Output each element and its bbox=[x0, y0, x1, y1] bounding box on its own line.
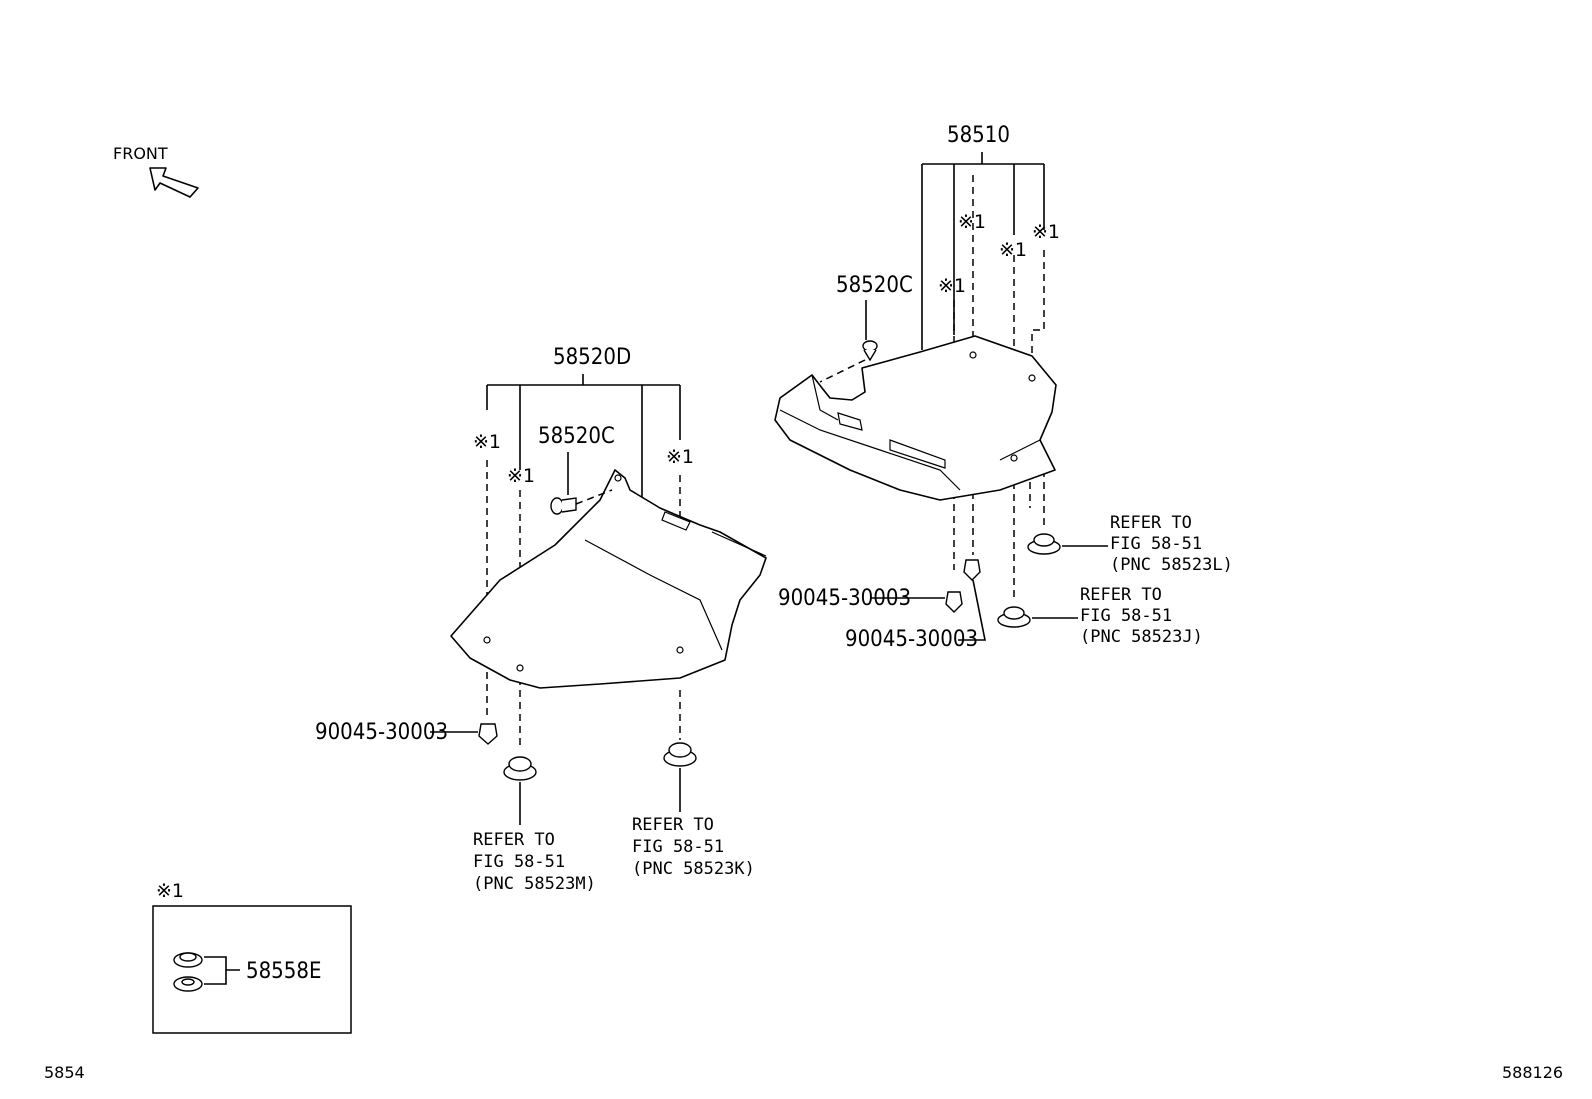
label-90045-left: 90045-30003 bbox=[315, 720, 448, 745]
footer-right-code: 588126 bbox=[1502, 1063, 1563, 1082]
label-58520C-right: 58520C bbox=[836, 273, 913, 298]
svg-text:(PNC 58523K): (PNC 58523K) bbox=[632, 859, 755, 879]
ref-58523J: REFER TO FIG 58-51 (PNC 58523J) bbox=[1080, 585, 1203, 647]
label-90045-right-a: 90045-30003 bbox=[778, 586, 911, 611]
footer-left-code: 5854 bbox=[44, 1063, 85, 1082]
ref-58523K: REFER TO FIG 58-51 (PNC 58523K) bbox=[632, 815, 755, 879]
clip-icon bbox=[478, 723, 498, 745]
grommet-icon bbox=[997, 533, 1061, 628]
right-assembly: 58510 ※1 ※1 ※1 ※1 58520C bbox=[774, 123, 1233, 652]
mark-right-2: ※1 bbox=[999, 239, 1027, 261]
mark-right-4: ※1 bbox=[938, 275, 966, 297]
clip-icon bbox=[945, 559, 981, 613]
mark-left-1: ※1 bbox=[473, 431, 501, 453]
grommet-icon bbox=[173, 952, 203, 992]
ref-58523M: REFER TO FIG 58-51 (PNC 58523M) bbox=[473, 830, 596, 894]
under-cover-right bbox=[774, 335, 1057, 501]
screw-icon bbox=[862, 340, 878, 362]
under-cover-left bbox=[450, 469, 767, 689]
svg-text:(PNC 58523J): (PNC 58523J) bbox=[1080, 627, 1203, 647]
grommet-icon bbox=[503, 742, 697, 781]
svg-text:REFER TO: REFER TO bbox=[473, 830, 555, 850]
screw-icon bbox=[550, 497, 577, 515]
svg-text:FIG 58-51: FIG 58-51 bbox=[632, 837, 724, 857]
svg-text:(PNC 58523M): (PNC 58523M) bbox=[473, 874, 596, 894]
ref-58523L: REFER TO FIG 58-51 (PNC 58523L) bbox=[1110, 513, 1233, 575]
svg-text:REFER TO: REFER TO bbox=[632, 815, 714, 835]
left-assembly: 58520D ※1 ※1 ※1 58520C bbox=[315, 345, 767, 894]
label-58558E: 58558E bbox=[246, 959, 321, 984]
front-arrow-icon bbox=[149, 167, 199, 198]
mark-right-1: ※1 bbox=[958, 211, 986, 233]
front-label: FRONT bbox=[113, 144, 168, 163]
label-58520C-left: 58520C bbox=[538, 424, 615, 449]
mark-left-3: ※1 bbox=[666, 446, 694, 468]
legend-box: ※1 58558E bbox=[152, 880, 352, 1034]
svg-text:FIG 58-51: FIG 58-51 bbox=[473, 852, 565, 872]
label-58520D: 58520D bbox=[553, 345, 631, 370]
label-90045-right-b: 90045-30003 bbox=[845, 627, 978, 652]
svg-text:FIG 58-51: FIG 58-51 bbox=[1080, 606, 1172, 626]
legend-mark: ※1 bbox=[156, 880, 184, 902]
label-58510: 58510 bbox=[947, 123, 1010, 148]
svg-text:REFER TO: REFER TO bbox=[1080, 585, 1162, 605]
front-indicator: FRONT bbox=[113, 144, 199, 198]
svg-text:FIG 58-51: FIG 58-51 bbox=[1110, 534, 1202, 554]
mark-right-3: ※1 bbox=[1032, 221, 1060, 243]
svg-text:REFER TO: REFER TO bbox=[1110, 513, 1192, 533]
svg-text:(PNC 58523L): (PNC 58523L) bbox=[1110, 555, 1233, 575]
mark-left-2: ※1 bbox=[507, 465, 535, 487]
